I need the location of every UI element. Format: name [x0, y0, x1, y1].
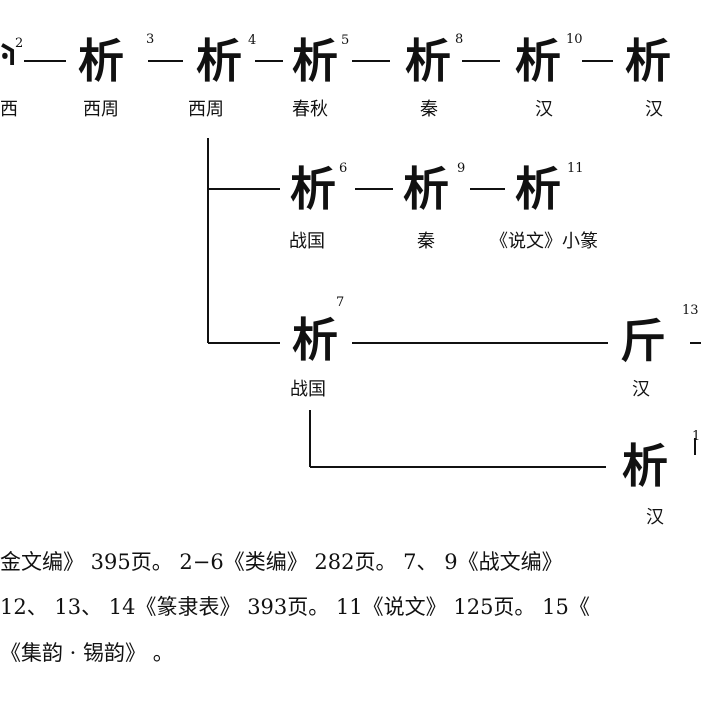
glyph-1-4: 析 — [196, 34, 242, 88]
number-label: 4 — [248, 33, 257, 48]
number-label: 9 — [457, 161, 466, 176]
source-note-line-1: 金文编》 395页。 2−6《类编》 282页。 7、 9《战文编》 — [0, 550, 563, 574]
era-label: 汉 — [646, 507, 664, 528]
glyph-2-6: 析 — [290, 162, 336, 216]
glyph-3-13: 斤 — [620, 314, 666, 368]
era-label: 秦 — [417, 231, 435, 252]
glyph-1-3: 析 — [78, 34, 124, 88]
glyph-2-11: 析 — [515, 162, 561, 216]
number-label: 5 — [341, 33, 350, 48]
number-label: 13 — [682, 303, 699, 318]
number-label: 2 — [15, 36, 24, 51]
era-label: 《说文》小篆 — [490, 231, 598, 252]
era-label: 汉 — [645, 99, 663, 120]
number-label: 7 — [336, 295, 345, 310]
glyph-1-last: 析 — [625, 34, 671, 88]
number-label: 11 — [567, 161, 584, 176]
glyph-3-7: 析 — [292, 313, 338, 367]
era-label: 战国 — [290, 379, 326, 400]
number-label: 8 — [455, 32, 464, 47]
glyph-4-last: 析 — [622, 439, 668, 493]
number-label: 6 — [339, 161, 348, 176]
source-note-line-2: 12、 13、 14《篆隶表》 393页。 11《说文》 125页。 15《 — [0, 595, 590, 619]
era-label: 战国 — [289, 231, 325, 252]
era-label: 秦 — [420, 99, 438, 120]
glyph-1-2: ⸅ — [0, 38, 19, 84]
era-label: 汉 — [632, 379, 650, 400]
number-label: 1 — [692, 429, 701, 444]
glyph-1-5: 析 — [292, 34, 338, 88]
glyph-1-10: 析 — [515, 34, 561, 88]
era-label: 西周 — [83, 99, 119, 120]
era-label: 春秋 — [292, 99, 328, 120]
era-label: 汉 — [535, 99, 553, 120]
glyph-2-9: 析 — [403, 162, 449, 216]
number-label: 3 — [146, 32, 155, 47]
number-label: 10 — [566, 32, 583, 47]
era-label: 西 — [0, 99, 18, 120]
source-note-line-3: 《集韵 · 锡韵》 。 — [0, 641, 174, 665]
glyph-1-8: 析 — [405, 34, 451, 88]
era-label: 西周 — [188, 99, 224, 120]
